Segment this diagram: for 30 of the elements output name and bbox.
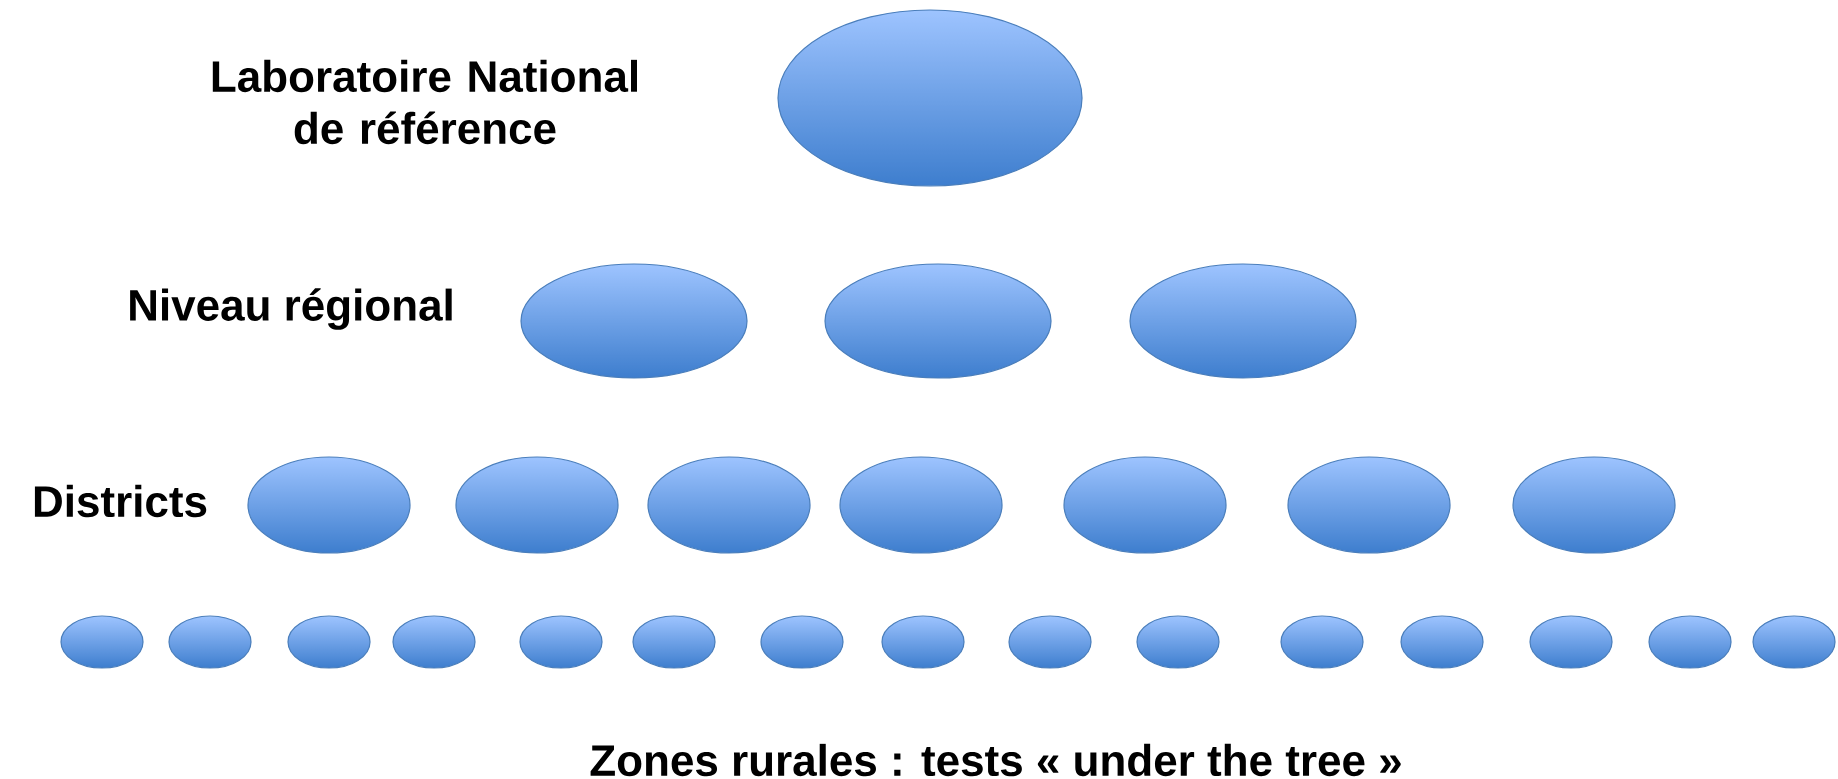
ellipse (1136, 615, 1220, 669)
ellipse (760, 615, 844, 669)
ellipse (1529, 615, 1613, 669)
ellipse (1648, 615, 1732, 669)
ellipse (824, 263, 1052, 379)
label-text: Zones rurales : tests « under the tree » (590, 743, 1401, 777)
ellipse (520, 263, 748, 379)
ellipse (1280, 615, 1364, 669)
ellipse (647, 456, 811, 554)
ellipse (60, 615, 144, 669)
ellipse (1512, 456, 1676, 554)
ellipse (168, 615, 252, 669)
ellipse (392, 615, 476, 669)
ellipse (1063, 456, 1227, 554)
ellipse (1287, 456, 1451, 554)
label-text: Districts (34, 484, 207, 518)
ellipse (1008, 615, 1092, 669)
ellipse (881, 615, 965, 669)
ellipse (1129, 263, 1357, 379)
ellipse (777, 9, 1083, 187)
ellipse (287, 615, 371, 669)
ellipse (1400, 615, 1484, 669)
ellipse (632, 615, 716, 669)
ellipse (519, 615, 603, 669)
ellipse (247, 456, 411, 554)
ellipse (455, 456, 619, 554)
ellipse (1752, 615, 1836, 669)
ellipse (839, 456, 1003, 554)
label-text: Niveau régional (130, 288, 452, 330)
label-text: Laboratoire National de référence (212, 59, 637, 145)
